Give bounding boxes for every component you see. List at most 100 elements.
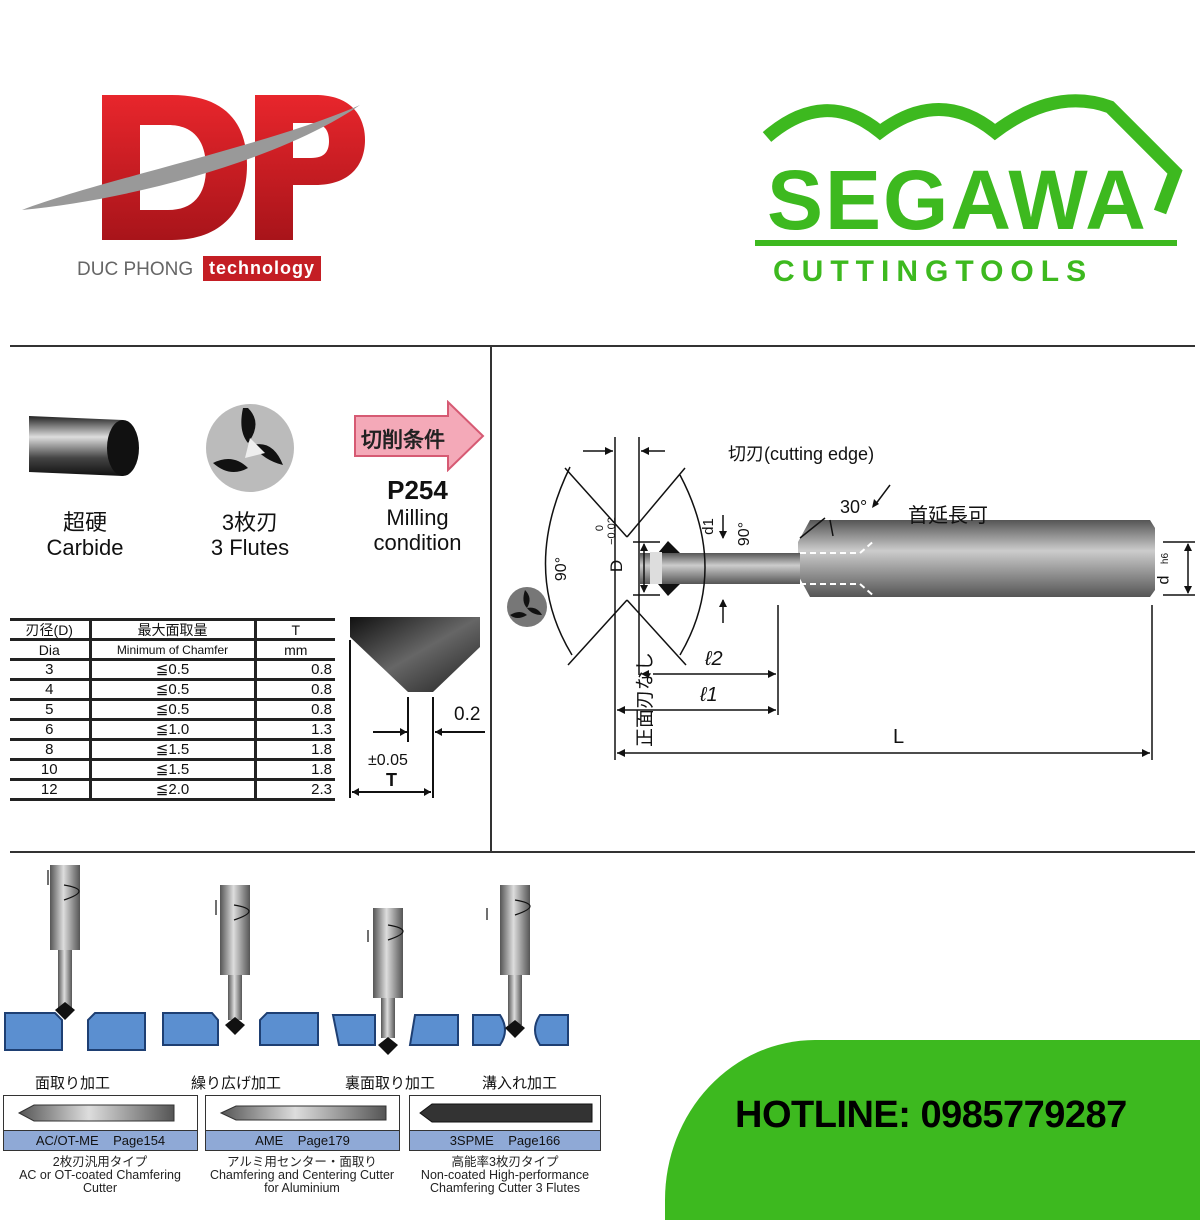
cell-t: 0.8 (253, 658, 335, 681)
product-desc-en1: Chamfering and Centering Cutter (209, 1168, 395, 1182)
cell-chamfer: ≦0.5 (88, 679, 255, 701)
cell-chamfer: ≦0.5 (88, 658, 255, 681)
cell-dia: 10 (10, 759, 90, 781)
neck-extension-label: 首延長可 (908, 505, 988, 527)
product-desc-en1: AC or OT-coated Chamfering (19, 1168, 181, 1182)
product-desc-en2: Chamfering Cutter 3 Flutes (429, 1181, 581, 1195)
carbide-rod-icon (29, 416, 139, 476)
header-dia-en: Dia (10, 639, 90, 661)
divider-vertical (490, 346, 492, 852)
milling-code: P254 (387, 475, 448, 505)
dim-l2-label: ℓ2 (705, 648, 723, 670)
table-header-jp: 刃径(D) 最大面取量 T (10, 618, 335, 641)
operation-back-chamfering: 裏面取り加工 (345, 1075, 436, 1092)
product-desc-jp: 2枚刃汎用タイプ (52, 1155, 148, 1169)
header-chamfer-en: Minimum of Chamfer (88, 639, 255, 661)
segawa-sub: CUTTINGTOOLS (773, 255, 1094, 288)
cell-dia: 6 (10, 719, 90, 741)
product-desc-en1: Non-coated High-performance (420, 1168, 590, 1182)
cutting-edge-label: 切刃(cutting edge) (728, 444, 875, 464)
header-dia-jp: 刃径(D) (10, 618, 90, 641)
cell-t: 1.8 (253, 759, 335, 781)
cell-dia: 5 (10, 699, 90, 721)
header-mm: mm (253, 639, 335, 661)
hotline-banner (665, 1040, 1200, 1220)
divider-middle (10, 851, 1195, 853)
dp-name: DUC PHONG (77, 259, 194, 280)
dim-h6-label: h6 (1160, 552, 1172, 565)
product-desc-jp: 高能率3枚刃タイプ (451, 1155, 559, 1169)
header-t: T (253, 618, 335, 641)
operation-counterboring: 繰り広げ加工 (191, 1075, 282, 1092)
cell-chamfer: ≦1.5 (88, 759, 255, 781)
dp-tag: technology (203, 256, 322, 281)
feature-milling: P254 Milling condition (345, 475, 490, 555)
product-tool-image (17, 1104, 175, 1122)
no-face-edge-label: 正面刃なし (635, 651, 657, 748)
tip-gap-label: 0.2 (454, 704, 481, 725)
product-desc-en2: for Aluminium (264, 1181, 340, 1195)
header-chamfer-jp: 最大面取量 (88, 618, 255, 641)
cell-dia: 4 (10, 679, 90, 701)
product-desc-3: 高能率3枚刃タイプ Non-coated High-performance Ch… (405, 1156, 605, 1195)
product-tool-image (419, 1103, 593, 1123)
hotline-text[interactable]: HOTLINE: 0985779287 (735, 1094, 1127, 1136)
feature-flutes-en: 3 Flutes (210, 535, 290, 560)
feature-flutes-jp: 3枚刃 (221, 510, 279, 535)
table-header-en: Dia Minimum of Chamfer mm (10, 639, 335, 661)
cell-t: 1.8 (253, 739, 335, 761)
product-card-ame[interactable]: AME Page179 (205, 1095, 400, 1151)
product-band: AC/OT-ME Page154 (4, 1130, 197, 1150)
feature-carbide-jp: 超硬 (62, 510, 107, 535)
feature-flutes: 3枚刃 3 Flutes (185, 510, 315, 560)
dp-logo-mark (22, 95, 365, 240)
cell-t: 0.8 (253, 699, 335, 721)
product-desc-1: 2枚刃汎用タイプ AC or OT-coated Chamfering Cutt… (0, 1156, 200, 1195)
milling-en1: Milling (386, 505, 449, 530)
product-card-3spme[interactable]: 3SPME Page166 (409, 1095, 601, 1151)
cell-t: 1.3 (253, 719, 335, 741)
segawa-logo: SEGAWA CUTTINGTOOLS (755, 92, 1185, 292)
dim-l1-label: ℓ1 (700, 684, 718, 706)
dp-logo: DUC PHONG technology (20, 85, 365, 290)
product-desc-2: アルミ用センター・面取り Chamfering and Centering Cu… (202, 1156, 402, 1195)
product-desc-en2: Cutter (82, 1181, 118, 1195)
operation-grooving: 溝入れ加工 (482, 1075, 558, 1092)
cell-t: 2.3 (253, 779, 335, 801)
dim-L-label: L (893, 726, 905, 748)
tolerance-top: 0 (594, 524, 607, 532)
cell-chamfer: ≦1.0 (88, 719, 255, 741)
tool-technical-drawing (507, 437, 1195, 760)
cell-dia: 3 (10, 658, 90, 681)
tip-width-diagram (349, 617, 485, 798)
cell-t: 0.8 (253, 679, 335, 701)
milling-arrow-label: 切削条件 (361, 429, 445, 452)
cell-chamfer: ≦2.0 (88, 779, 255, 801)
feature-carbide: 超硬 Carbide (20, 510, 150, 560)
angle-90-right: 90° (736, 521, 754, 547)
dim-D-label: D (607, 559, 627, 573)
angle-30-label: 30° (840, 497, 868, 517)
milling-condition-arrow: 切削条件 (353, 399, 485, 473)
tip-tol-label: ±0.05 (368, 752, 408, 769)
dim-d1-label: d1 (699, 518, 717, 535)
tolerance-bottom: −0.02 (605, 517, 618, 545)
angle-90-left: 90° (553, 556, 571, 582)
product-desc-jp: アルミ用センター・面取り (227, 1155, 377, 1169)
dim-d-label: d (1155, 575, 1173, 585)
three-flutes-icon (206, 404, 294, 492)
tip-t-label: T (386, 770, 397, 790)
segawa-name: SEGAWA (767, 153, 1148, 247)
feature-carbide-en: Carbide (46, 535, 124, 560)
operation-illustrations (4, 865, 569, 1055)
segawa-roof-mark (755, 94, 1183, 246)
product-band: AME Page179 (206, 1130, 399, 1150)
product-card-ac-ot-me[interactable]: AC/OT-ME Page154 (3, 1095, 198, 1151)
milling-en2: condition (373, 530, 462, 555)
